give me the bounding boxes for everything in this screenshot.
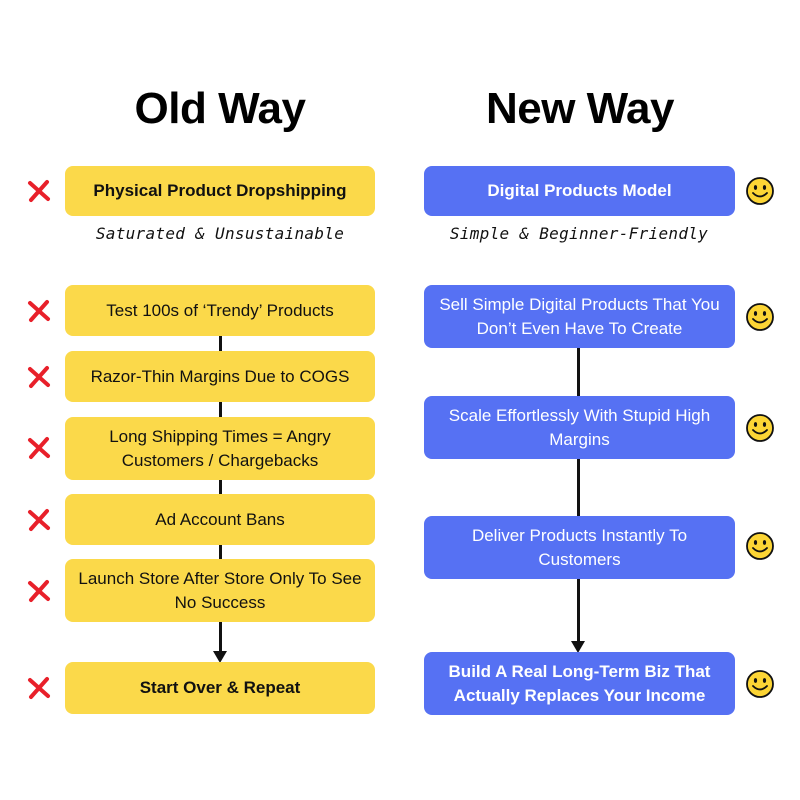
new-way-subtitle: Simple & Beginner-Friendly [449, 224, 709, 243]
red-x-icon [28, 580, 50, 602]
new-way-arrowhead [571, 641, 585, 653]
old-way-arrowhead [213, 651, 227, 663]
red-x-icon [28, 180, 50, 202]
new-way-step: Scale Effortlessly With Stupid High Marg… [424, 396, 735, 459]
old-way-step: Razor-Thin Margins Due to COGS [65, 351, 375, 402]
new-way-final-box: Build A Real Long-Term Biz That Actually… [424, 652, 735, 715]
old-way-step: Long Shipping Times = Angry Customers / … [65, 417, 375, 480]
red-x-icon [28, 677, 50, 699]
smiley-face-icon [746, 414, 774, 442]
red-x-icon [28, 366, 50, 388]
smiley-face-icon [746, 532, 774, 560]
old-way-final-box: Start Over & Repeat [65, 662, 375, 714]
new-way-step: Sell Simple Digital Products That You Do… [424, 285, 735, 348]
old-way-header-box: Physical Product Dropshipping [65, 166, 375, 216]
new-way-connector [577, 347, 580, 643]
smiley-face-icon [746, 670, 774, 698]
new-way-header-box: Digital Products Model [424, 166, 735, 216]
new-way-step: Deliver Products Instantly To Customers [424, 516, 735, 579]
smiley-face-icon [746, 303, 774, 331]
red-x-icon [28, 300, 50, 322]
smiley-face-icon [746, 177, 774, 205]
old-way-step: Launch Store After Store Only To See No … [65, 559, 375, 622]
new-way-heading: New Way [485, 84, 675, 133]
old-way-step: Ad Account Bans [65, 494, 375, 545]
red-x-icon [28, 509, 50, 531]
old-way-step: Test 100s of ‘Trendy’ Products [65, 285, 375, 336]
red-x-icon [28, 437, 50, 459]
old-way-heading: Old Way [134, 84, 306, 133]
old-way-subtitle: Saturated & Unsustainable [95, 224, 345, 243]
